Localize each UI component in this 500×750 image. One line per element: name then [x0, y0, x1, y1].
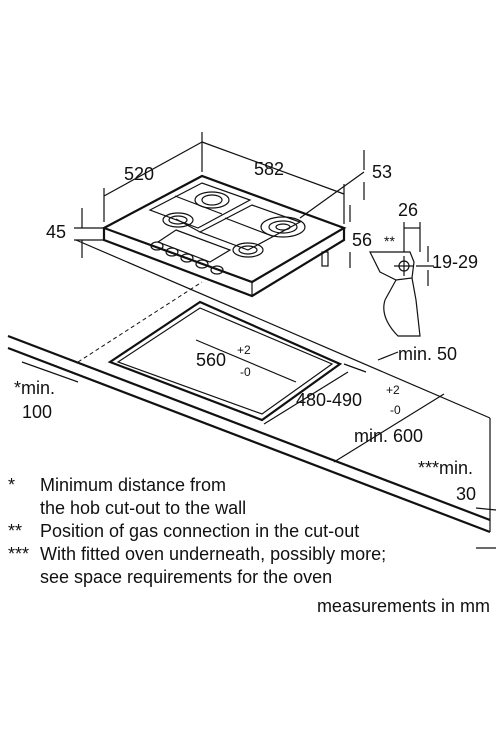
worktop	[7, 239, 497, 549]
dim-rear-offset: 53	[372, 162, 392, 182]
dim-gas-side: 26	[398, 200, 418, 220]
control-knobs	[150, 241, 224, 275]
hob-edge	[102, 228, 346, 298]
dim-hob-width: 582	[254, 159, 284, 179]
gas-connection-stub	[321, 251, 329, 267]
burner-rear-left	[194, 191, 230, 209]
dim-min-thickness-label: ***min.	[418, 458, 473, 478]
footnotes: * Minimum distance from the hob cut-out …	[8, 474, 498, 589]
dim-cutout-width-tol-bottom: -0	[240, 365, 251, 379]
burner-front-left	[162, 212, 194, 228]
units-label: measurements in mm	[316, 596, 490, 616]
hob-drawing	[101, 174, 347, 298]
dim-min-wall-value: 100	[22, 402, 52, 422]
dim-min-wall-label: *min.	[14, 378, 55, 398]
dim-cutout-depth-tol-bottom: -0	[390, 403, 401, 417]
dim-cutout-depth: 480-490	[296, 390, 362, 410]
footnote-wall-distance: * Minimum distance from the hob cut-out …	[8, 475, 247, 518]
footnote-gas-position: ** Position of gas connection in the cut…	[8, 521, 360, 541]
gas-connection-detail	[369, 222, 434, 337]
dim-min-worktop: min. 600	[354, 426, 423, 446]
gas-connection-marker: **	[384, 233, 395, 249]
burner-front-right	[232, 242, 264, 258]
worktop-cutout	[107, 300, 343, 422]
hob-top-surface	[101, 174, 347, 284]
dim-cutout-width-tol-top: +2	[237, 343, 251, 357]
footnote-oven-underneath: *** With fitted oven underneath, possibl…	[8, 544, 387, 587]
dim-cutout-width: 560	[196, 350, 226, 370]
dim-gas-height: 19-29	[432, 252, 478, 272]
dim-hob-depth: 520	[124, 164, 154, 184]
dim-min-front: min. 50	[398, 344, 457, 364]
dim-hob-height: 45	[46, 222, 66, 242]
dim-cutout-depth-tol-top: +2	[386, 383, 400, 397]
hob-dimension-lines	[74, 132, 365, 268]
dim-gas-offset: 56	[352, 230, 372, 250]
dim-min-thickness-value: 30	[456, 484, 476, 504]
burner-rear-right-wok	[260, 216, 306, 238]
